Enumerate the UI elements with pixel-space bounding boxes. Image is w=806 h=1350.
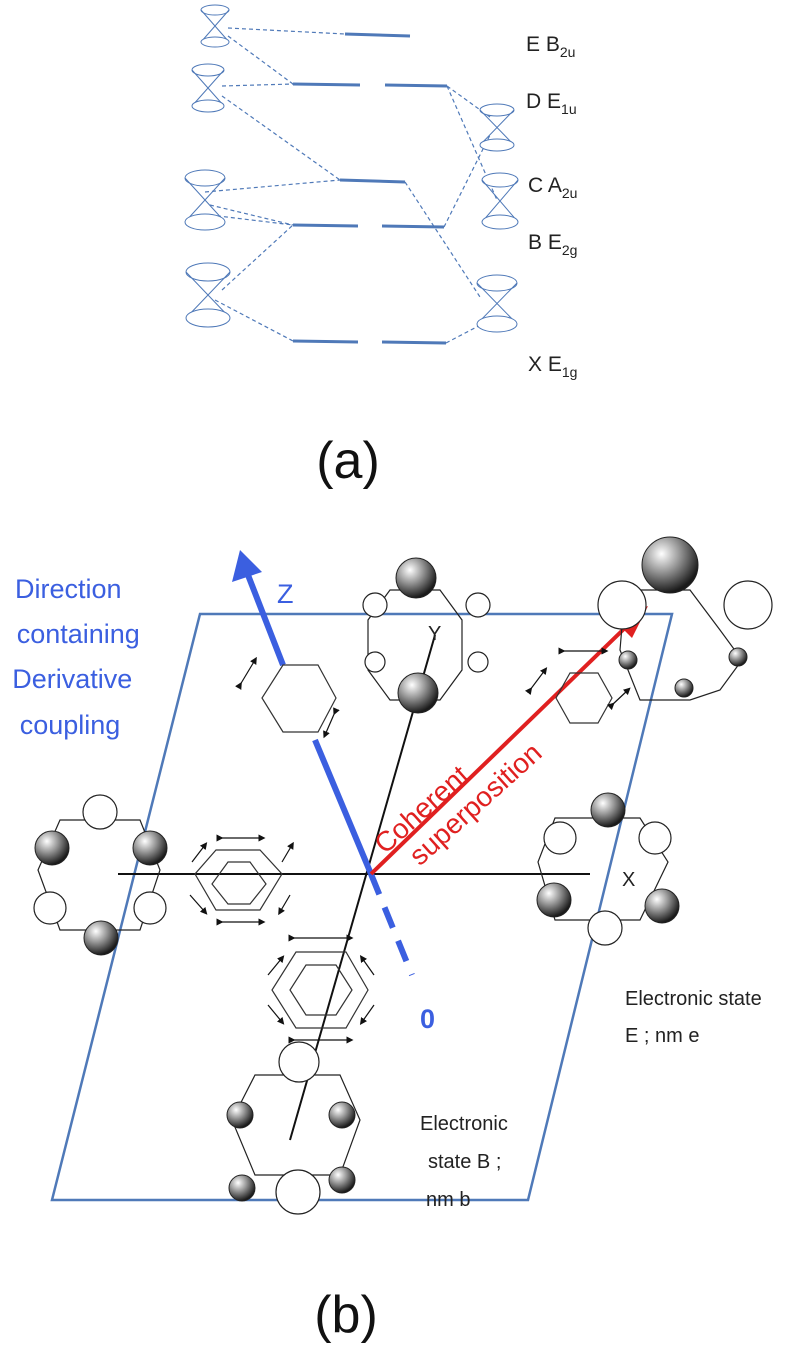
vibration-mode-left — [189, 834, 294, 926]
level-b-line-right — [381, 224, 445, 229]
z-axis-label: Z — [277, 579, 294, 609]
benzene-hexagon — [261, 664, 337, 733]
level-label-b: B E2g — [528, 231, 577, 258]
coherent-superposition-label: Coherent superposition — [368, 713, 547, 883]
level-label-e: E B2u — [526, 33, 575, 60]
panel-b-diagram: Direction containing Derivative coupling… — [12, 536, 773, 1344]
caption-b: (b) — [314, 1286, 378, 1344]
derivative-coupling-label: Direction containing Derivative coupling — [12, 574, 147, 740]
x-axis-label: X — [622, 869, 635, 891]
level-x-line-right — [381, 340, 447, 345]
molecule-left — [33, 794, 168, 956]
level-b-line-left — [292, 223, 359, 228]
level-d-line-right — [384, 83, 448, 88]
correlation-lines — [204, 27, 498, 344]
z-arrow-head — [232, 550, 262, 582]
panel-a-energy-diagram: E B2u D E1u C A2u B E2g X E1g (a) — [184, 4, 577, 490]
coherent-arrow — [369, 623, 630, 876]
level-d-line-left — [292, 82, 361, 87]
molecule-top-right — [597, 536, 773, 701]
level-label-d: D E1u — [526, 90, 577, 117]
conical-intersection-icon — [191, 63, 225, 113]
molecule-right — [536, 792, 680, 946]
vibration-mode-bottom — [267, 934, 375, 1044]
caption-a: (a) — [316, 432, 380, 490]
origin-zero-label: 0 — [420, 1004, 435, 1034]
molecule-bottom — [226, 1041, 361, 1215]
z-axis — [312, 738, 374, 876]
z-axis-dashed — [368, 872, 415, 977]
level-label-x: X E1g — [528, 353, 577, 380]
level-e-line — [344, 32, 411, 38]
cone-icons — [184, 4, 519, 333]
conical-intersection-icon — [184, 169, 226, 231]
level-label-c: C A2u — [528, 174, 577, 201]
conical-intersection-icon — [479, 103, 515, 152]
level-c-line — [339, 178, 406, 184]
conical-intersection-icon — [185, 262, 231, 328]
conical-intersection-icon — [200, 4, 230, 48]
state-e-label: Electronic state E ; nm e — [625, 988, 767, 1047]
level-x-line-left — [292, 339, 359, 344]
conical-intersection-icon — [476, 274, 518, 333]
molecule-top — [362, 557, 491, 714]
y-axis-label: Y — [428, 623, 441, 645]
z-axis-upper — [245, 573, 286, 667]
benzene-hexagon — [555, 672, 613, 724]
conical-intersection-icon — [481, 172, 519, 230]
state-b-label: Electronic state B ; nm b — [420, 1113, 513, 1211]
state-plane — [50, 612, 674, 1202]
